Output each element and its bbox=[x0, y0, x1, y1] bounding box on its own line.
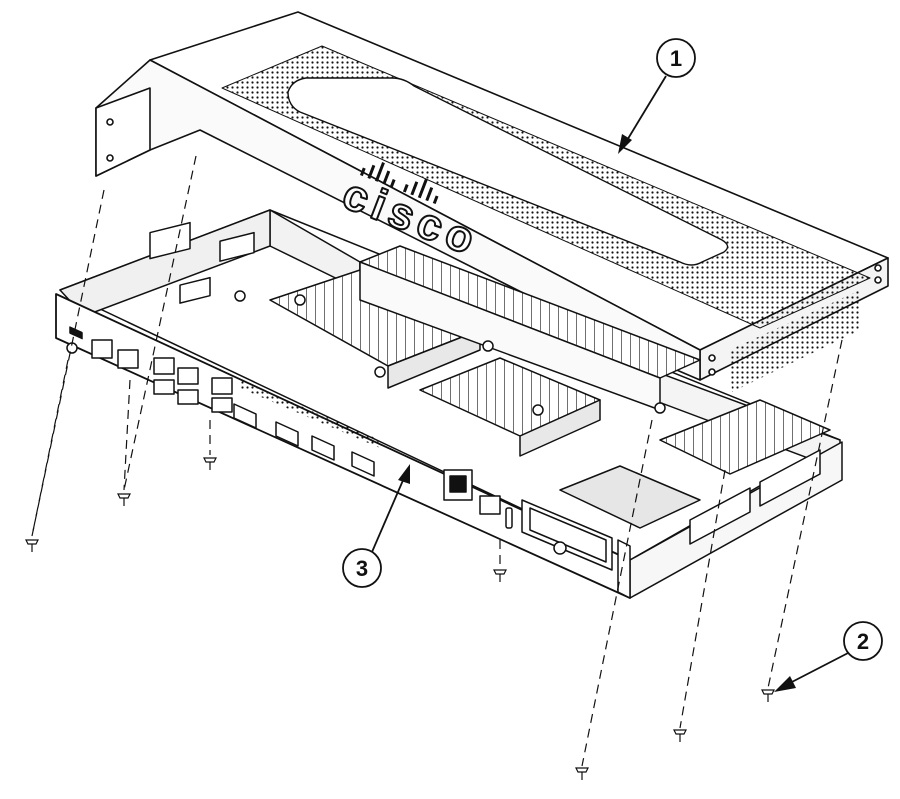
heat-sink-large bbox=[269, 269, 481, 389]
screws bbox=[25, 155, 843, 780]
screw bbox=[25, 539, 39, 552]
chassis bbox=[55, 209, 843, 599]
module-slot bbox=[521, 499, 613, 571]
callout-1: 1 bbox=[618, 38, 696, 154]
top-cover-logo-panel bbox=[287, 77, 729, 266]
screw bbox=[761, 689, 775, 702]
screw bbox=[117, 493, 131, 506]
callout-3: 3 bbox=[342, 464, 410, 588]
power-connector-2 bbox=[117, 349, 139, 369]
callout-2-label: 2 bbox=[857, 629, 869, 654]
power-connector-1 bbox=[91, 339, 113, 359]
screw bbox=[575, 767, 589, 780]
usb-port bbox=[505, 507, 513, 529]
thumb-screw bbox=[553, 541, 567, 555]
screw bbox=[493, 569, 507, 582]
heat-sink-right bbox=[659, 399, 831, 475]
circuit-board-components bbox=[149, 221, 666, 416]
sfp-ports bbox=[233, 403, 375, 477]
callout-3-label: 3 bbox=[356, 556, 368, 581]
heat-sink-middle bbox=[419, 357, 601, 457]
screw bbox=[203, 457, 217, 470]
rj45-ports bbox=[153, 357, 233, 413]
callout-2: 2 bbox=[774, 621, 883, 692]
screw-path-lines bbox=[31, 155, 843, 767]
storage-module bbox=[559, 465, 701, 529]
front-panel-vent bbox=[240, 380, 380, 448]
front-panel-features bbox=[66, 326, 613, 571]
screw bbox=[673, 729, 687, 742]
management-port bbox=[479, 495, 501, 515]
top-cover: cisco bbox=[95, 11, 889, 392]
callout-1-label: 1 bbox=[670, 46, 682, 71]
